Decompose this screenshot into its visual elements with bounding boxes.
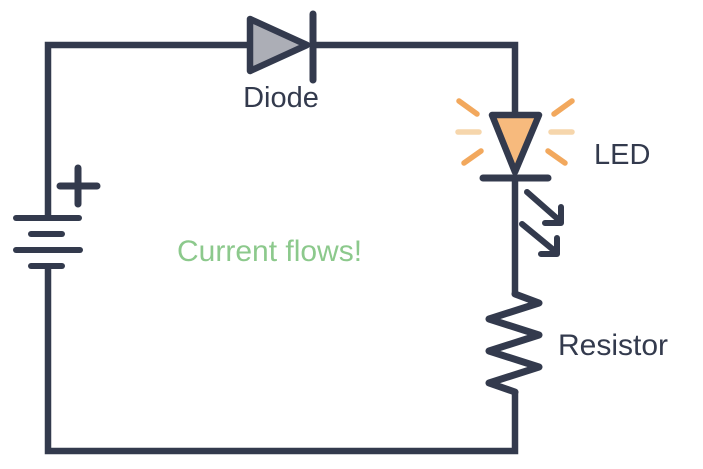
led-emission-arrowhead-icon — [542, 204, 564, 226]
led-emission-arrow-icon — [524, 189, 563, 224]
resistor-zigzag-icon — [485, 290, 543, 396]
diode-label: Diode — [243, 82, 319, 114]
battery-symbol — [13, 164, 101, 269]
resistor-label: Resistor — [558, 329, 668, 362]
led-symbol — [455, 98, 575, 257]
led-glow-ray-lower-right — [545, 148, 568, 166]
led-triangle-icon — [488, 111, 543, 176]
diode-symbol — [246, 10, 317, 84]
wire-battery-to-diode — [44, 41, 251, 218]
wire-diode-to-led — [313, 41, 519, 140]
led-emission-arrowhead-icon — [538, 235, 560, 257]
led-emission-arrow-icon — [519, 221, 559, 255]
led-label: LED — [594, 139, 650, 171]
diode-triangle-icon — [246, 15, 311, 75]
led-glow-ray-lower-left — [461, 148, 484, 166]
led-glow-ray-upper-left — [456, 98, 480, 117]
annotation-text: Current flows! — [177, 235, 362, 268]
led-glow-ray-upper-right — [551, 98, 575, 117]
wire-return-to-battery — [44, 267, 519, 455]
